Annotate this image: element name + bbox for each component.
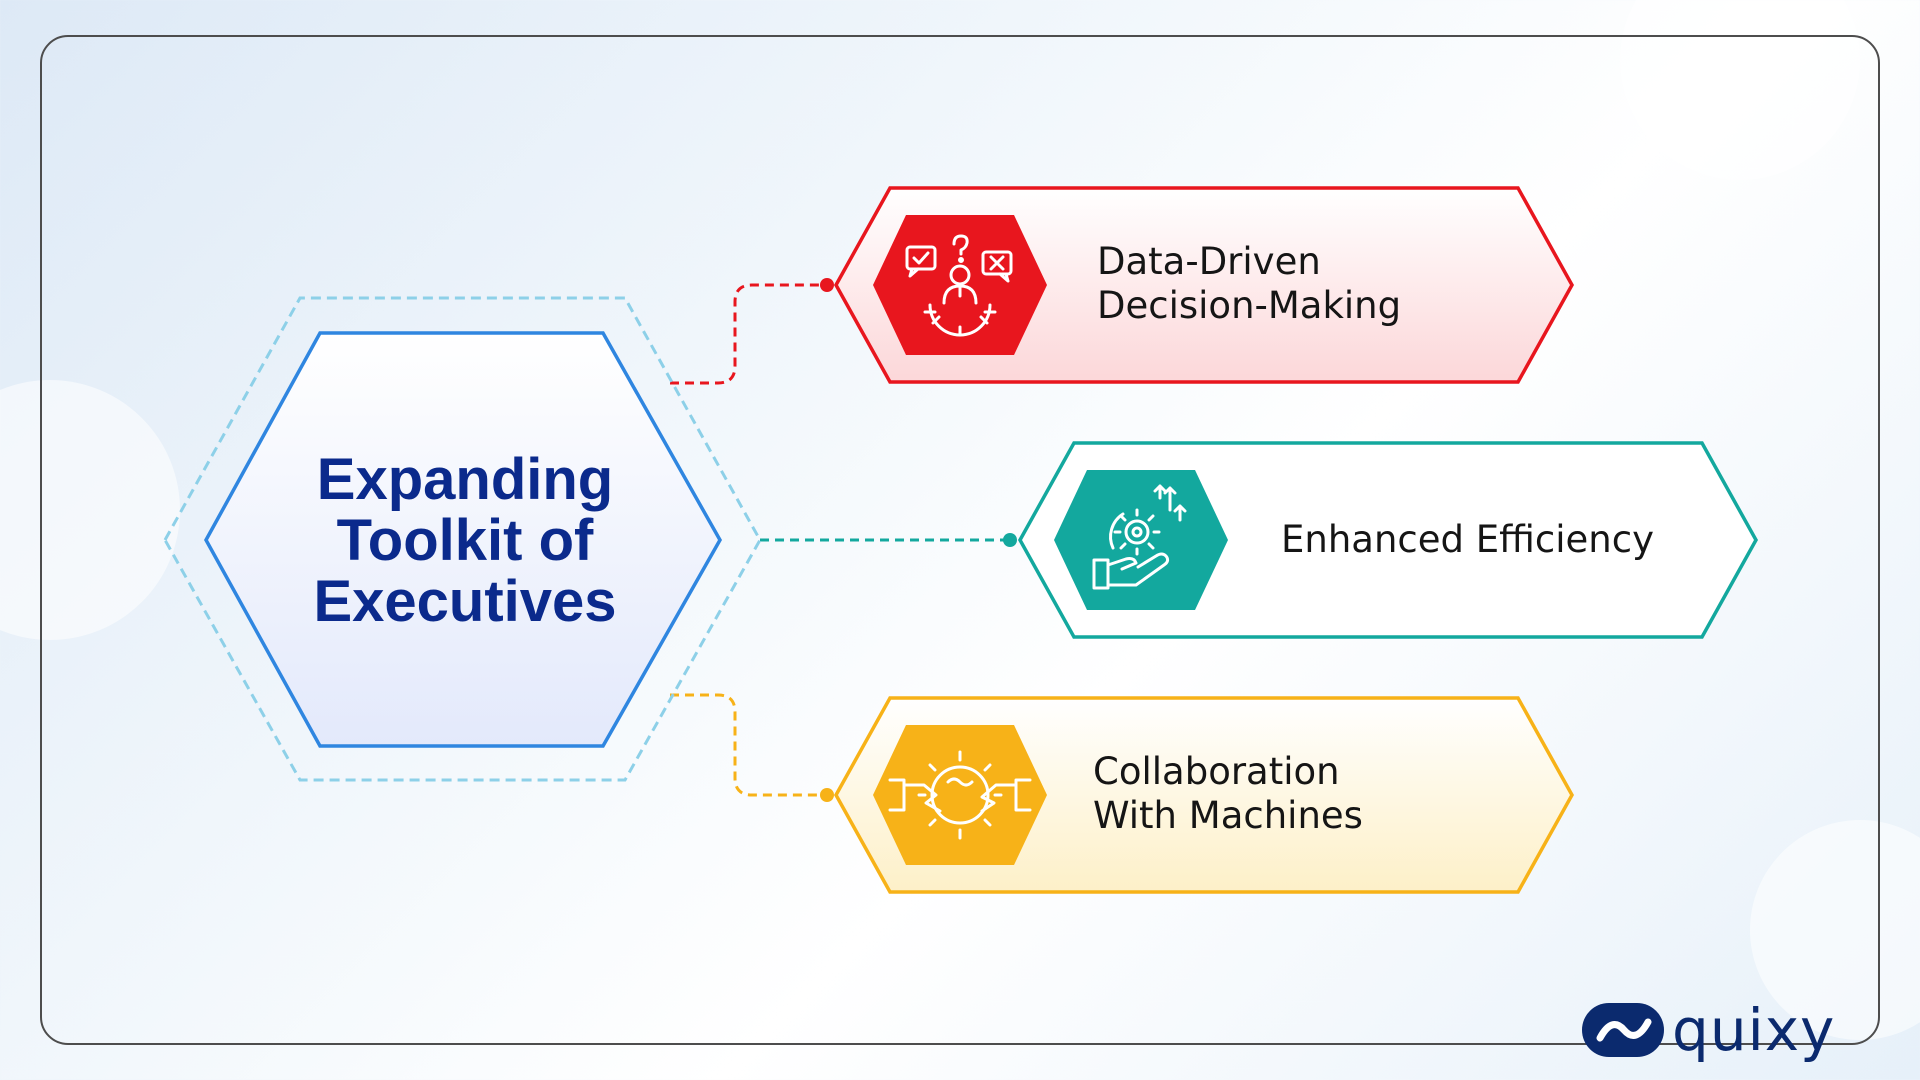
center-title-line: Expanding <box>316 446 614 512</box>
item-label-line: Decision-Making <box>1097 284 1402 327</box>
background-bokeh <box>1750 820 1920 1040</box>
efficiency-gear-hand-icon <box>1092 484 1187 590</box>
item-label-line: Collaboration <box>1093 750 1340 793</box>
connector-dot-1 <box>820 278 834 292</box>
quixy-logo-icon <box>1582 1003 1664 1057</box>
item-label-1: Data-Driven Decision-Making <box>1097 240 1401 328</box>
center-title-line: Executives <box>313 568 617 634</box>
connector-dot-2 <box>1003 533 1017 547</box>
item-icon-hex-3 <box>873 725 1047 865</box>
center-hexagon <box>204 331 723 748</box>
collaboration-handshake-gear-icon <box>888 750 1032 840</box>
item-label-line: With Machines <box>1093 794 1363 837</box>
connector-line-1 <box>670 283 827 385</box>
content-frame <box>40 35 1880 1045</box>
center-hexagon-dashed <box>163 296 762 782</box>
item-label-3: Collaboration With Machines <box>1093 750 1363 838</box>
item-label-line: Enhanced Efficiency <box>1281 518 1654 561</box>
decision-making-icon <box>905 234 1013 337</box>
connector-dot-3 <box>820 788 834 802</box>
connector-line-3 <box>670 693 827 797</box>
item-label-2: Enhanced Efficiency <box>1281 518 1654 562</box>
center-title-line: Toolkit of <box>336 507 594 573</box>
item-icon-hex-2 <box>1054 470 1228 610</box>
brand-logo: quixy <box>1580 995 1835 1065</box>
brand-name: quixy <box>1672 996 1836 1064</box>
item-label-line: Data-Driven <box>1097 240 1321 283</box>
center-title: Expanding Toolkit of Executives <box>265 445 665 635</box>
